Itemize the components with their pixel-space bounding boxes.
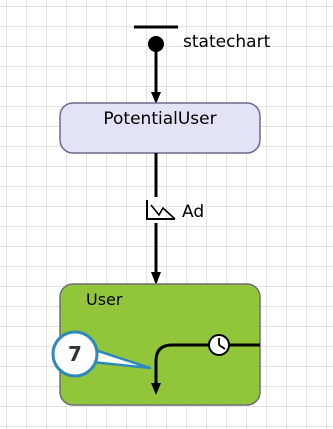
state-user-label: User [86, 290, 123, 309]
timeout-clock-icon [208, 334, 230, 356]
callout-circle [51, 330, 99, 378]
timeout-transition-line [154, 343, 260, 383]
transition-ad[interactable] [146, 153, 176, 285]
transition-ad-label: Ad [182, 202, 205, 222]
message-trigger-icon [146, 200, 176, 220]
callout-number: 7 [68, 342, 82, 366]
transition-ad-arrow-head [151, 272, 161, 285]
entry-arrow-head [151, 92, 161, 104]
state-potential-user-label: PotentialUser [103, 109, 217, 129]
transition-timeout[interactable] [151, 334, 260, 395]
state-potential-user[interactable] [59, 102, 261, 154]
timeout-arrow-head [151, 383, 161, 395]
statechart-entry[interactable] [134, 25, 178, 104]
entry-label: statechart [183, 32, 271, 52]
